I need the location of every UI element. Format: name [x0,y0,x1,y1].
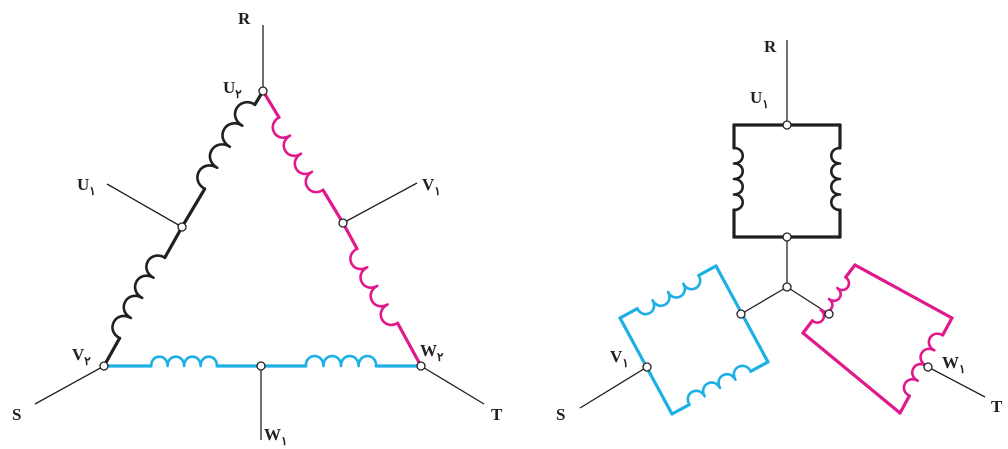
w-box-edge2 [853,263,954,320]
winding-v-upper-wire-a [261,89,281,120]
winding-v-upper-wire-b [321,188,345,225]
node-star-center [782,282,792,292]
label-r-star: R [764,37,777,56]
label-s-star: S [556,405,565,424]
star-windings [618,123,954,416]
winding-v-lower-wire-a [341,221,359,251]
label-t: T [491,405,503,424]
lead-t [420,365,485,405]
lead-center-left [740,286,788,315]
winding-u-upper-coil [196,101,257,191]
winding-u-lower-wire-b [102,336,122,368]
label-w1-star: W۱ [942,353,965,376]
label-s: S [12,405,21,424]
w-box-edge1-a [801,319,814,335]
winding-u-upper-wire-b [180,187,207,229]
w-box-edge4 [801,331,902,415]
winding-u-lower-wire-a [163,225,184,260]
w-box-edge3-a [941,316,954,337]
v-box-edge1-a [618,307,639,320]
node-v1 [338,218,348,228]
delta-connection-diagram: R U۲ U۱ V۱ V۲ W۲ S T W۱ [12,9,503,448]
lead-u1 [106,183,183,228]
node-w-inner [824,309,834,319]
node-w1 [256,361,266,371]
label-v1: V۱ [422,175,441,198]
winding-v-lower-wire-b [396,321,423,368]
label-v1-star: V۱ [610,347,629,370]
v-box-edge3-b [670,403,691,416]
node-v1-star [642,362,652,372]
node-u-bottom [782,232,792,242]
node-u2 [258,86,268,96]
u-right-coil [830,146,842,212]
label-v2: V۲ [72,345,91,368]
winding-u-lower-coil [111,254,167,340]
winding-v-upper-coil [271,116,325,194]
lead-s-star [579,366,648,409]
node-u1-star [782,120,792,130]
delta-windings [102,89,423,368]
winding-w-right-coil [304,354,378,368]
node-v-inner [736,309,746,319]
lead-v1 [342,182,418,224]
w-box-coil-1 [811,275,851,324]
label-u2: U۲ [223,78,242,101]
double-star-connection-diagram: R U۱ V۱ W۱ S T [556,37,1003,424]
label-u1: U۱ [77,175,96,198]
node-u1 [177,222,187,232]
winding-v-lower-coil [349,247,399,327]
v-box-coil-2 [686,364,753,406]
label-r: R [238,9,251,28]
winding-w-left-coil [149,355,219,368]
v-box-edge1-b [697,264,718,277]
v-box-coil-1 [635,274,702,316]
label-u1-star: U۱ [750,88,769,111]
u-left-coil [732,146,744,212]
label-w1: W۱ [264,425,287,448]
w-box-edge1-b [844,263,857,279]
w-box-edge3-b [898,394,911,415]
w-box-coil-2 [902,332,944,398]
node-v2 [99,361,109,371]
label-w2: W۲ [420,341,444,364]
node-w1-star [923,362,933,372]
lead-t-star [927,366,986,398]
node-w2 [416,361,426,371]
star-coils [635,146,944,406]
lead-s [34,365,105,405]
v-box-edge3-a [749,360,770,373]
label-t-star: T [991,397,1003,416]
delta-coils [111,101,399,368]
